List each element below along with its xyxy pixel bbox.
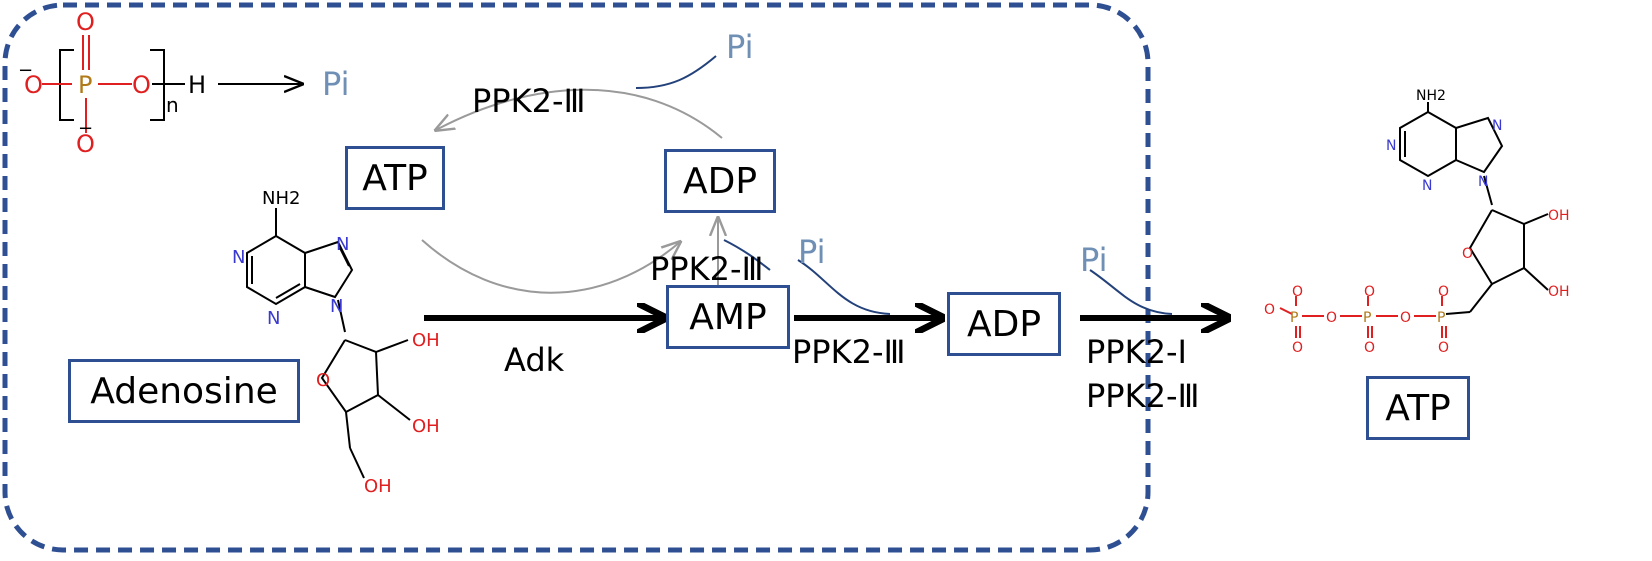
amp-box: AMP	[666, 285, 790, 349]
poly-h: H	[188, 71, 206, 99]
atp-p-alpha: P	[1437, 310, 1445, 326]
atp-p-gamma: P	[1290, 310, 1298, 326]
poly-subscript-n: n	[166, 93, 179, 117]
pi-curve-cycle-mid	[723, 239, 771, 271]
atp-o-bridge-1: O	[1326, 310, 1337, 326]
atp-oh-2: OH	[1548, 208, 1570, 224]
adp-cycle-box: ADP	[664, 149, 776, 213]
enzyme-label-amp-adp: PPK2-Ⅲ	[792, 333, 906, 371]
adenosine-oh-3: OH	[412, 416, 440, 437]
enzyme-label-cycle-mid: PPK2-Ⅲ	[650, 250, 764, 288]
atp-n3: N	[1422, 178, 1432, 194]
atp-ring-o: O	[1462, 246, 1473, 262]
atp-o-gamma-top: O	[1292, 284, 1303, 300]
poly-o-left: O	[24, 71, 43, 99]
adenosine-n7: N	[336, 234, 349, 255]
atp-o-alpha-bottom: O	[1438, 340, 1449, 356]
atp-phosphates	[1279, 296, 1447, 338]
atp-n1: N	[1386, 138, 1396, 154]
enzyme-label-adp-atp-2: PPK2-Ⅲ	[1086, 377, 1200, 415]
atp-o-alpha-top: O	[1438, 284, 1449, 300]
atp-n7: N	[1492, 118, 1502, 134]
enzyme-label-cycle-top: PPK2-Ⅲ	[472, 82, 586, 120]
enzyme-label-adk: Adk	[504, 341, 565, 379]
pi-curve-adp-atp	[1089, 269, 1173, 315]
atp-cycle-box: ATP	[345, 146, 445, 210]
pi-adp-atp: Pi	[1080, 241, 1108, 279]
pi-curve-cycle-top	[635, 55, 717, 89]
atp-n9: N	[1478, 174, 1488, 190]
cell-frame	[2, 2, 1151, 553]
atp-o-beta-top: O	[1364, 284, 1375, 300]
atp-o-bridge-2: O	[1400, 310, 1411, 326]
adenosine-n3: N	[267, 308, 280, 329]
poly-o-bottom: O	[76, 130, 95, 158]
adenosine-atoms: NH2 N N N N O OH OH OH	[232, 188, 440, 497]
pi-curve-amp-adp	[797, 259, 891, 315]
atp-product-box: ATP	[1366, 376, 1470, 440]
pi-polyp-product: Pi	[322, 65, 349, 103]
cycle-arrow-adp-to-atp	[436, 88, 723, 139]
adenosine-n9: N	[330, 296, 343, 317]
atp-atoms: NH2 N N N N O OH OH O P O O O P O O O P …	[1264, 88, 1570, 356]
enzyme-label-adp-atp-1: PPK2-Ⅰ	[1086, 333, 1187, 371]
polyphosphate-structure: O − P O O O − n H	[18, 8, 206, 158]
adp-main-box: ADP	[947, 292, 1061, 356]
adenosine-oh-2: OH	[412, 330, 440, 351]
poly-o-right: O	[132, 71, 151, 99]
poly-o-top: O	[76, 8, 95, 36]
atp-nh2: NH2	[1416, 88, 1446, 104]
poly-charge-left: −	[18, 60, 33, 81]
pi-cycle-mid: Pi	[798, 233, 826, 271]
atp-o-gamma-bottom: O	[1292, 340, 1303, 356]
adenosine-nh2: NH2	[262, 188, 300, 209]
atp-o-terminal: O	[1264, 302, 1275, 318]
poly-p: P	[78, 71, 92, 99]
adenosine-box: Adenosine	[68, 359, 300, 423]
atp-o-beta-bottom: O	[1364, 340, 1375, 356]
adenosine-structure	[246, 208, 411, 479]
poly-charge-bottom: −	[78, 118, 93, 139]
cycle-arrow-atp-to-adp	[421, 240, 680, 294]
atp-structure	[1399, 102, 1549, 315]
atp-oh-3: OH	[1548, 284, 1570, 300]
adenosine-ring-o: O	[316, 370, 330, 391]
pi-cycle-top: Pi	[726, 28, 754, 66]
adenosine-n1: N	[232, 247, 245, 268]
adenosine-oh-5: OH	[364, 476, 392, 497]
atp-p-beta: P	[1363, 310, 1371, 326]
